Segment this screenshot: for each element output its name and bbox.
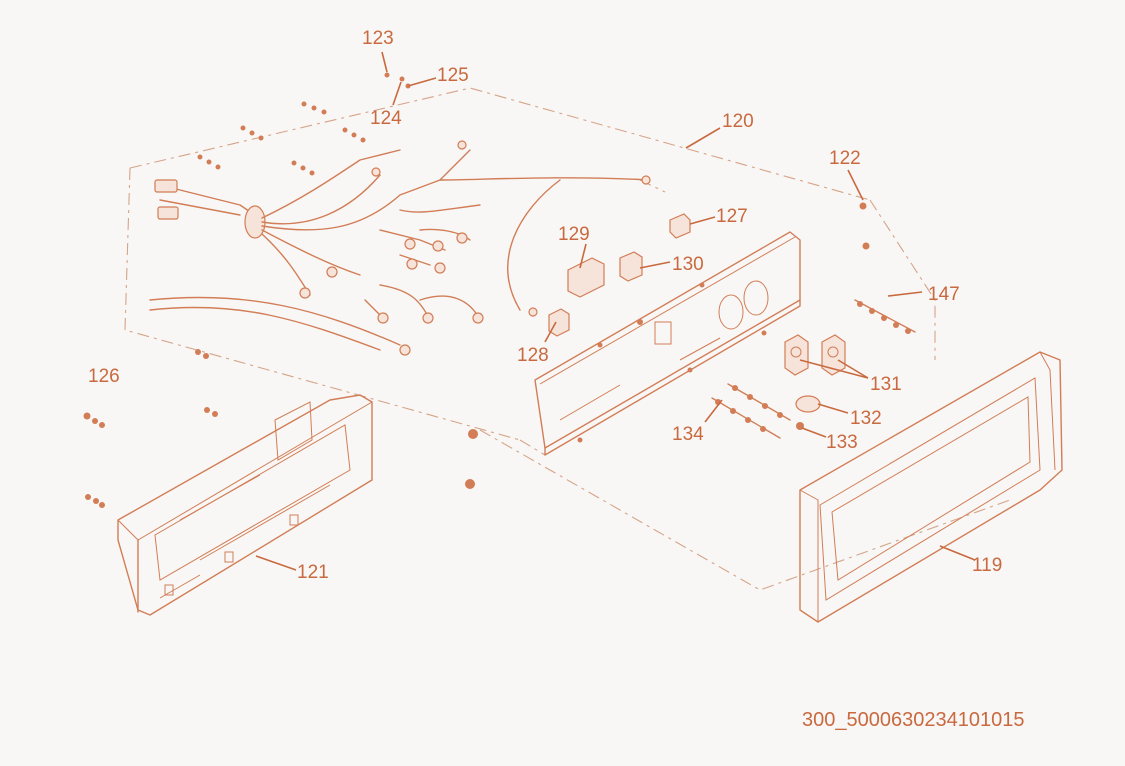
- callout-130: 130: [672, 254, 704, 275]
- document-code: 300_5000630234101015: [802, 709, 1025, 731]
- callout-124: 124: [370, 108, 402, 129]
- wire-harness: [149, 140, 651, 356]
- callout-121: 121: [297, 562, 329, 583]
- assembly-guide-lines: [124, 87, 1011, 591]
- callout-119: 119: [972, 555, 1002, 576]
- callout-147: 147: [928, 284, 960, 305]
- callout-122: 122: [829, 148, 861, 169]
- fastener-dots: [83, 72, 870, 508]
- callout-133: 133: [826, 432, 858, 453]
- callout-132: 132: [850, 408, 882, 429]
- switches-and-terminals: [711, 299, 916, 439]
- callout-134: 134: [672, 424, 704, 445]
- callout-126: 126: [88, 366, 120, 387]
- front-bezel: [799, 351, 1063, 623]
- control-panel-plate: [534, 231, 801, 456]
- callout-120: 120: [722, 111, 754, 132]
- small-components: [548, 213, 691, 337]
- callout-123: 123: [362, 28, 394, 49]
- callout-127: 127: [716, 206, 748, 227]
- callout-128: 128: [517, 345, 549, 366]
- lower-bracket: [117, 394, 373, 616]
- callout-125: 125: [437, 65, 469, 86]
- callout-131: 131: [870, 374, 902, 395]
- callout-labels: 123 125 124 120 122 127 129 130 147 128 …: [88, 28, 1002, 583]
- leader-lines: [255, 51, 976, 571]
- callout-129: 129: [558, 224, 590, 245]
